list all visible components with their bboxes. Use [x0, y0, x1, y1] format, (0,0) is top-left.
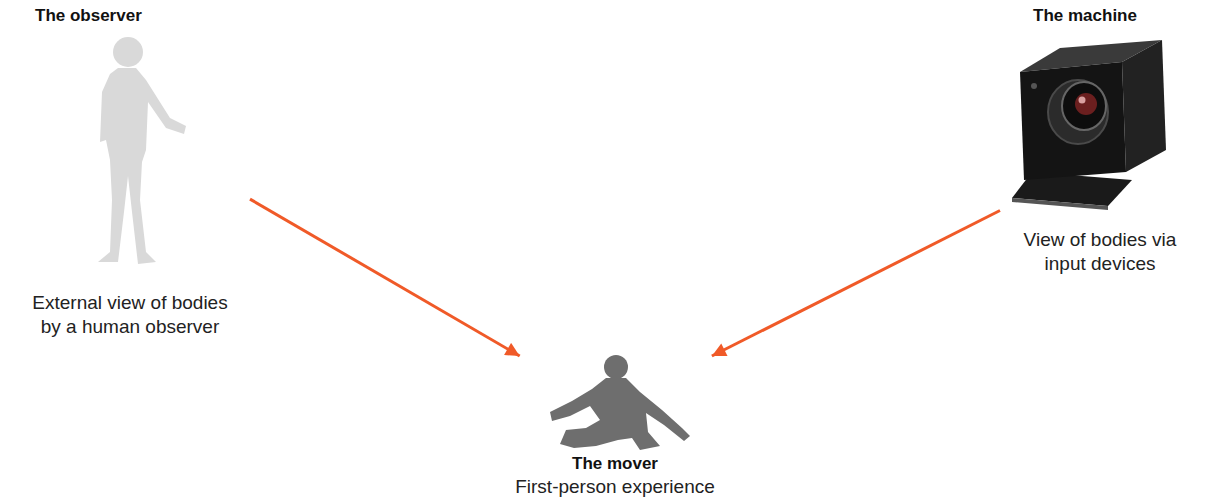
mover-silhouette	[550, 355, 690, 450]
mover-body	[550, 378, 690, 450]
figure-heading: The mover	[495, 453, 735, 475]
observer-body	[98, 68, 186, 264]
camera-lens-barrel	[1048, 80, 1108, 144]
camera-front	[1020, 62, 1126, 180]
figure-description: View of bodies via input devices	[1013, 228, 1188, 277]
camera-mount-rim	[1012, 198, 1108, 210]
figure-heading: The machine	[1000, 5, 1200, 27]
arrow-connector	[250, 199, 520, 356]
camera-lens-highlight	[1079, 97, 1086, 104]
camera-illustration	[1012, 40, 1166, 210]
camera-screw	[1031, 83, 1037, 89]
figure-group: The observerExternal view of bodies by a…	[10, 5, 250, 340]
observer-head	[113, 37, 143, 67]
figure-group: The moverFirst-person experience	[495, 356, 735, 500]
observer-silhouette	[98, 37, 186, 264]
camera-lens-ring	[1062, 82, 1106, 130]
figure-group: The machineView of bodies via input devi…	[1000, 5, 1200, 277]
figure-heading: The observer	[10, 5, 250, 27]
mover-head	[604, 355, 628, 379]
figure-description: External view of bodies by a human obser…	[24, 291, 236, 340]
figure-description: First-person experience	[515, 475, 715, 500]
camera-side	[1122, 40, 1166, 172]
camera-lens-glass	[1075, 93, 1097, 115]
arrow-connector	[712, 211, 1000, 356]
